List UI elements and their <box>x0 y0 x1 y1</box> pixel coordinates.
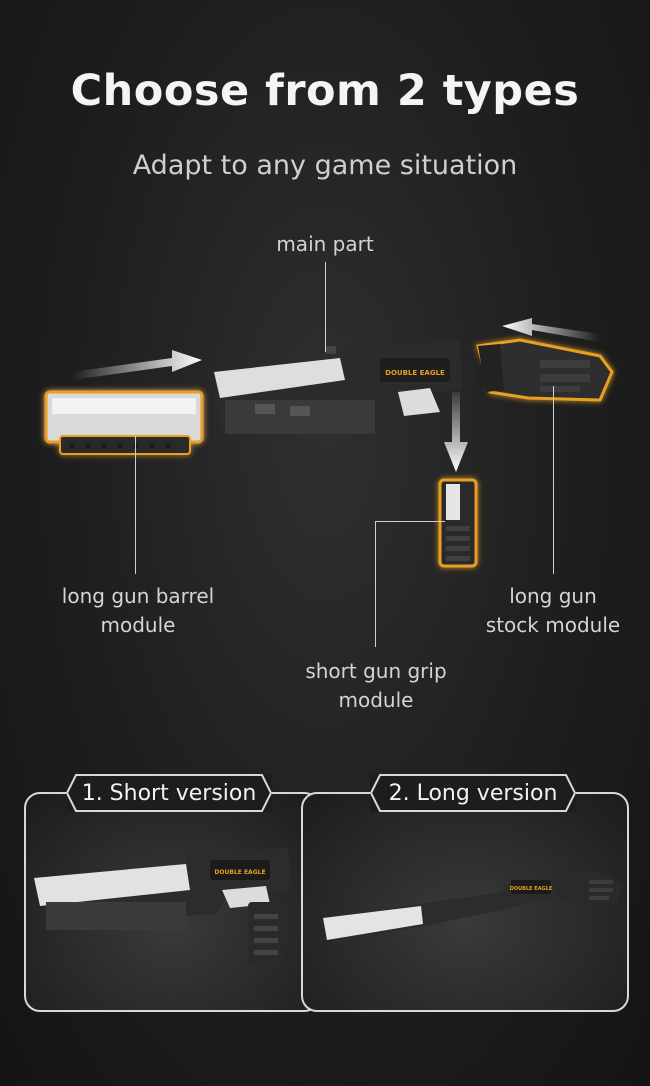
long-version-panel: DOUBLE EAGLE <box>301 792 629 1012</box>
stock-label-line2: stock module <box>485 613 621 637</box>
long-version-label: 2. Long version <box>388 780 558 806</box>
grip-module-label: short gun grip module <box>286 657 466 715</box>
stock-label-line1: long gun <box>509 584 597 608</box>
grip-module-image <box>438 478 478 568</box>
short-version-tag: 1. Short version <box>66 774 272 812</box>
page-subtitle: Adapt to any game situation <box>132 150 518 181</box>
short-version-label: 1. Short version <box>81 780 257 806</box>
main-part-label: main part <box>276 232 374 256</box>
grip-label-line1: short gun grip <box>305 659 447 683</box>
right-arrow-icon <box>72 350 202 380</box>
stock-leader <box>553 386 554 574</box>
long-version-image: DOUBLE EAGLE <box>323 870 623 944</box>
down-arrow-icon <box>444 392 468 472</box>
main-part-image: DOUBLE EAGLE <box>214 340 462 434</box>
grip-leader-v <box>375 521 376 647</box>
barrel-label-line1: long gun barrel <box>61 584 215 608</box>
short-version-image: DOUBLE EAGLE <box>34 848 292 964</box>
stock-module-image <box>476 338 614 402</box>
long-version-tag: 2. Long version <box>370 774 576 812</box>
brand-mark: DOUBLE EAGLE <box>385 369 445 377</box>
stock-module-label: long gun stock module <box>468 582 638 640</box>
main-part-leader <box>325 262 326 352</box>
page-title: Choose from 2 types <box>70 66 580 116</box>
short-version-panel: DOUBLE EAGLE <box>24 792 320 1012</box>
svg-text:DOUBLE EAGLE: DOUBLE EAGLE <box>510 886 553 892</box>
barrel-leader <box>135 436 136 574</box>
grip-label-line2: module <box>338 688 414 712</box>
grip-leader-h <box>375 521 445 522</box>
left-arrow-icon <box>502 318 600 342</box>
barrel-module-image <box>44 390 204 455</box>
svg-text:DOUBLE EAGLE: DOUBLE EAGLE <box>214 869 265 876</box>
barrel-label-line2: module <box>100 613 176 637</box>
barrel-module-label: long gun barrel module <box>38 582 238 640</box>
exploded-diagram: DOUBLE EAGLE <box>44 318 614 568</box>
